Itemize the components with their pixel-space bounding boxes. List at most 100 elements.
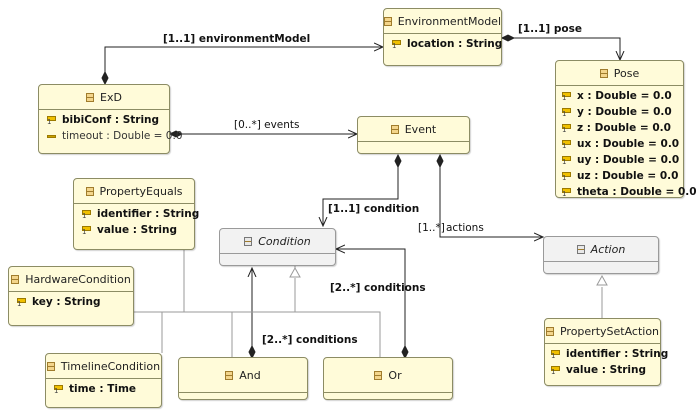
label-environment-model: [1..1] environmentModel <box>163 33 311 45</box>
label-or-conditions: [2..*] conditions <box>330 282 426 294</box>
class-header: And <box>179 358 307 392</box>
attribute[interactable]: identifier : String <box>551 346 668 362</box>
class-icon <box>244 236 253 246</box>
class-event[interactable]: Event <box>357 116 470 154</box>
attribute[interactable]: theta : Double = 0.0 <box>562 184 696 200</box>
class-environment-model[interactable]: EnvironmentModel location : String <box>383 8 502 66</box>
diamond-event-action <box>436 153 444 169</box>
attribute-icon <box>82 209 91 220</box>
edge-environment-model <box>104 47 383 72</box>
generalization-tree <box>67 250 381 357</box>
edge-actions <box>439 167 543 237</box>
attribute-icon <box>47 131 56 141</box>
attribute-icon <box>54 384 63 395</box>
attribute[interactable]: uz : Double = 0.0 <box>562 168 679 184</box>
class-header: Event <box>358 117 469 141</box>
attribute[interactable]: x : Double = 0.0 <box>562 88 677 104</box>
class-icon <box>384 16 392 26</box>
edge-condition <box>323 167 399 226</box>
class-icon <box>11 274 20 284</box>
class-icon <box>545 326 554 336</box>
class-icon <box>46 361 55 371</box>
class-timeline-condition[interactable]: TimelineCondition time : Time <box>45 353 162 408</box>
attribute-icon <box>562 91 571 102</box>
attribute-label: y : Double = 0.0 <box>577 106 672 118</box>
attribute-label: timeout : Double = 0.0 <box>62 130 183 142</box>
attribute[interactable]: y : Double = 0.0 <box>562 104 677 120</box>
generalization-arrow-action <box>596 274 608 318</box>
attribute-label: bibiConf : String <box>62 114 160 126</box>
class-header: HardwareCondition <box>9 267 133 291</box>
class-icon <box>225 370 234 380</box>
class-icon <box>85 186 94 196</box>
class-header: Condition <box>220 229 335 253</box>
attribute-label: uz : Double = 0.0 <box>577 170 679 182</box>
class-name: Or <box>388 368 402 382</box>
attribute-icon <box>392 39 401 50</box>
class-header: Action <box>544 237 658 261</box>
class-property-set-action[interactable]: PropertySetAction identifier : String va… <box>544 318 668 386</box>
class-name: TimelineCondition <box>60 359 161 373</box>
diamond-exd-events <box>168 130 184 138</box>
label-pose: [1..1] pose <box>518 23 582 35</box>
attribute-icon <box>562 139 571 150</box>
label-and-conditions: [2..*] conditions <box>262 334 358 346</box>
class-header: PropertyEquals <box>74 179 194 203</box>
class-attributes <box>220 253 335 268</box>
class-name: Pose <box>613 66 640 80</box>
class-pose[interactable]: Pose x : Double = 0.0 y : Double = 0.0 z… <box>555 60 696 200</box>
class-attributes: key : String <box>9 291 133 312</box>
attribute[interactable]: time : Time <box>54 381 155 397</box>
attribute-label: identifier : String <box>97 208 200 220</box>
attribute-icon <box>551 349 560 360</box>
class-condition[interactable]: Condition <box>219 228 336 266</box>
class-icon <box>390 124 399 134</box>
attribute-label: location : String <box>407 38 503 50</box>
attribute[interactable]: uy : Double = 0.0 <box>562 152 679 168</box>
attribute[interactable]: timeout : Double = 0.0 <box>47 128 183 144</box>
class-attributes <box>324 392 452 403</box>
class-attributes: location : String <box>384 33 502 54</box>
attribute[interactable]: z : Double = 0.0 <box>562 120 677 136</box>
attribute-icon <box>562 155 571 166</box>
class-attributes: identifier : String value : String <box>545 343 668 380</box>
class-and[interactable]: And <box>178 357 308 400</box>
attribute-icon <box>551 365 560 376</box>
class-property-equals[interactable]: PropertyEquals identifier : String value… <box>73 178 199 250</box>
class-header: Or <box>324 358 452 392</box>
class-exd[interactable]: ExD bibiConf : String timeout : Double =… <box>38 84 183 154</box>
class-header: PropertySetAction <box>545 319 660 343</box>
attribute-label: identifier : String <box>566 348 669 360</box>
attribute-icon <box>562 107 571 118</box>
class-attributes <box>179 392 307 403</box>
class-header: EnvironmentModel <box>384 9 501 33</box>
class-hardware-condition[interactable]: HardwareCondition key : String <box>8 266 134 326</box>
diamond-exd-environment <box>101 70 109 86</box>
class-attributes <box>544 261 658 276</box>
attribute[interactable]: key : String <box>17 294 127 310</box>
attribute[interactable]: bibiConf : String <box>47 112 163 128</box>
attribute-icon <box>17 297 26 308</box>
attribute-label: x : Double = 0.0 <box>577 90 672 102</box>
attribute-icon <box>562 171 571 182</box>
attribute[interactable]: location : String <box>392 36 502 52</box>
class-action[interactable]: Action <box>543 236 659 274</box>
class-icon <box>374 370 383 380</box>
attribute-label: key : String <box>32 296 101 308</box>
class-name: Event <box>404 122 437 136</box>
class-name: And <box>239 368 261 382</box>
class-name: ExD <box>100 90 122 104</box>
class-name: Action <box>590 242 626 256</box>
class-name: PropertySetAction <box>559 324 660 338</box>
class-or[interactable]: Or <box>323 357 453 400</box>
attribute[interactable]: identifier : String <box>82 206 199 222</box>
attribute-icon <box>47 115 56 126</box>
label-actions-multiplicity: [1..*] <box>418 222 445 234</box>
attribute-icon <box>562 187 571 198</box>
attribute[interactable]: value : String <box>82 222 188 238</box>
class-name: EnvironmentModel <box>397 14 501 28</box>
attribute[interactable]: value : String <box>551 362 654 378</box>
attribute[interactable]: ux : Double = 0.0 <box>562 136 679 152</box>
class-name: PropertyEquals <box>99 184 183 198</box>
